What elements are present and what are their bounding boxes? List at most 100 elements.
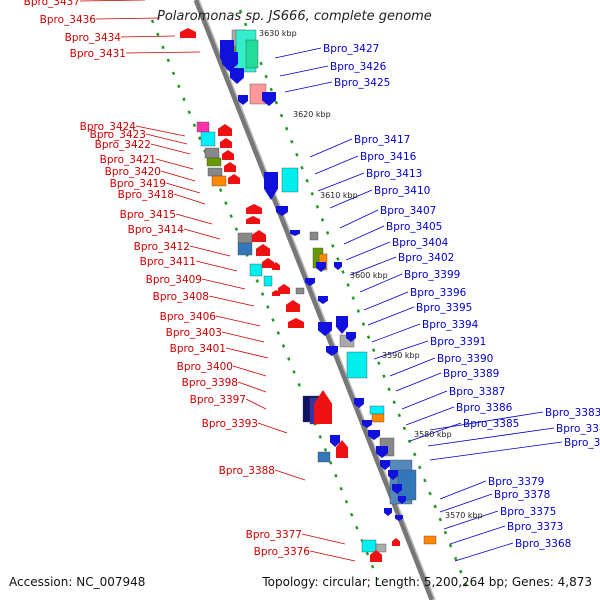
right-gene-label-Bpro_3416: Bpro_3416 [360, 151, 417, 163]
left-connector-Bpro_3424 [135, 125, 186, 137]
right-gene-label-Bpro_3387: Bpro_3387 [449, 386, 505, 398]
right-connector-Bpro_3417 [309, 138, 353, 158]
gene-block-29 [375, 543, 387, 553]
forward-gene-arrow-16 [336, 440, 348, 458]
gene-block-5 [196, 121, 210, 133]
reverse-gene-arrow-9 [334, 262, 342, 270]
map-title: Polaromonas sp. JS666, complete genome [157, 9, 432, 24]
gene-block-30 [423, 535, 437, 545]
right-gene-label-Bpro_3405: Bpro_3405 [386, 221, 442, 233]
left-gene-label-Bpro_3419: Bpro_3419 [110, 178, 166, 190]
gene-block-3 [245, 39, 259, 69]
reverse-gene-arrow-22 [398, 496, 406, 504]
forward-gene-arrow-10 [262, 258, 274, 268]
right-gene-label-Bpro_3404: Bpro_3404 [392, 237, 449, 249]
gene-block-32 [309, 231, 319, 241]
left-connector-Bpro_3376 [309, 550, 356, 562]
right-connector-Bpro_3382 [427, 427, 555, 447]
reverse-gene-arrow-16 [362, 420, 372, 428]
reverse-gene-arrow-3 [238, 95, 248, 105]
right-gene-label-Bpro_3379: Bpro_3379 [488, 476, 544, 488]
right-gene-label-Bpro_3386: Bpro_3386 [456, 402, 513, 414]
forward-gene-arrow-5 [228, 174, 240, 184]
left-gene-label-Bpro_3418: Bpro_3418 [118, 189, 174, 201]
left-connector-Bpro_3421 [155, 158, 194, 170]
gene-block-12 [237, 232, 253, 244]
left-gene-label-Bpro_3388: Bpro_3388 [219, 465, 275, 477]
reverse-gene-arrow-14 [326, 346, 338, 356]
right-connector-Bpro_3395 [367, 306, 415, 326]
forward-gene-arrow-7 [246, 216, 260, 224]
right-gene-label-Bpro_3380: Bpro_3380 [564, 437, 600, 449]
reverse-gene-arrow-12 [318, 322, 332, 336]
inner-dash-track [150, 19, 380, 581]
right-gene-label-Bpro_3390: Bpro_3390 [437, 353, 493, 365]
reverse-gene-arrow-1 [222, 52, 238, 72]
right-connector-Bpro_3391 [373, 340, 429, 360]
left-gene-label-Bpro_3398: Bpro_3398 [182, 377, 238, 389]
right-gene-label-Bpro_3426: Bpro_3426 [330, 61, 387, 73]
right-connector-Bpro_3399 [359, 273, 403, 293]
right-gene-label-Bpro_3383: Bpro_3383 [545, 407, 600, 419]
forward-gene-arrow-15 [314, 390, 332, 424]
accession-text: Accession: NC_007948 [9, 575, 146, 589]
left-gene-label-Bpro_3431: Bpro_3431 [70, 48, 126, 60]
reverse-gene-arrow-21 [392, 484, 402, 494]
forward-gene-arrow-14 [288, 318, 304, 328]
forward-gene-arrow-9 [256, 244, 270, 256]
left-gene-label-Bpro_3397: Bpro_3397 [190, 394, 246, 406]
backbone-line [193, 0, 435, 600]
left-connector-Bpro_3397 [245, 398, 267, 410]
reverse-gene-arrow-15 [354, 398, 364, 408]
right-gene-label-Bpro_3395: Bpro_3395 [416, 302, 472, 314]
right-connector-Bpro_3404 [345, 241, 391, 261]
right-gene-label-Bpro_3402: Bpro_3402 [398, 252, 454, 264]
left-gene-label-Bpro_3408: Bpro_3408 [153, 291, 209, 303]
left-connector-Bpro_3412 [189, 245, 231, 257]
left-connector-Bpro_3414 [183, 228, 221, 240]
right-connector-Bpro_3416 [314, 155, 359, 175]
right-gene-label-Bpro_3385: Bpro_3385 [463, 418, 519, 430]
right-connector-Bpro_3407 [339, 209, 379, 229]
gene-block-16 [249, 263, 263, 277]
left-connector-Bpro_3423 [145, 133, 188, 145]
right-gene-label-Bpro_3396: Bpro_3396 [410, 287, 467, 299]
forward-gene-arrow-3 [222, 150, 234, 160]
label-connectors [79, 0, 563, 562]
gene-block-8 [206, 157, 222, 167]
left-gene-label-Bpro_3422: Bpro_3422 [95, 139, 151, 151]
right-connector-Bpro_3396 [363, 291, 409, 311]
right-gene-label-Bpro_3391: Bpro_3391 [430, 336, 486, 348]
right-gene-label-Bpro_3378: Bpro_3378 [494, 489, 550, 501]
forward-gene-arrow-12 [278, 284, 290, 294]
right-gene-label-Bpro_3375: Bpro_3375 [500, 506, 556, 518]
tick-label-3600-kbp: 3600 kbp [350, 271, 388, 280]
gene-block-9 [207, 167, 223, 177]
forward-gene-arrow-1 [218, 124, 232, 136]
forward-gene-arrow-0 [180, 28, 196, 38]
right-connector-Bpro_3427 [274, 47, 322, 59]
forward-gene-arrow-11 [272, 262, 280, 270]
right-connector-Bpro_3425 [284, 81, 333, 93]
left-gene-label-Bpro_3412: Bpro_3412 [134, 241, 190, 253]
gene-block-7 [204, 147, 220, 159]
forward-gene-arrow-18 [392, 538, 400, 546]
left-gene-label-Bpro_3421: Bpro_3421 [100, 154, 156, 166]
left-connector-Bpro_3419 [165, 182, 201, 194]
reverse-gene-arrow-4 [262, 92, 276, 106]
right-gene-label-Bpro_3399: Bpro_3399 [404, 269, 460, 281]
reverse-gene-arrow-2 [230, 68, 244, 84]
gene-features [180, 28, 437, 562]
left-connector-Bpro_3406 [215, 315, 261, 327]
forward-gene-arrow-8 [252, 230, 266, 242]
left-connector-Bpro_3377 [301, 533, 346, 545]
gene-block-31 [263, 275, 273, 287]
right-connector-Bpro_3413 [317, 172, 365, 192]
left-connector-Bpro_3388 [274, 469, 306, 481]
right-gene-label-Bpro_3368: Bpro_3368 [515, 538, 571, 550]
reverse-gene-arrow-23 [384, 508, 392, 516]
left-connector-Bpro_3422 [150, 143, 191, 155]
left-connector-Bpro_3415 [175, 213, 213, 225]
